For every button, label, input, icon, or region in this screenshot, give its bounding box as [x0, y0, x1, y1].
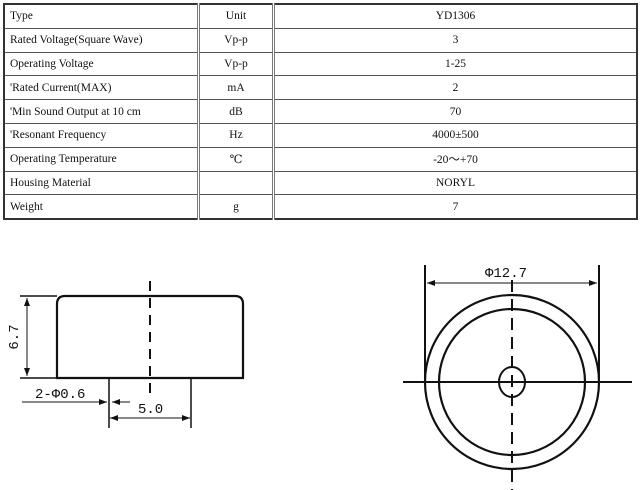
side-view: 6.7 2-Φ0.6 5.0: [7, 281, 245, 428]
pitch-label: 5.0: [138, 402, 163, 418]
top-view: Φ12.7: [403, 265, 632, 490]
cell-unit: [198, 170, 275, 196]
cell-value: -20～+70: [273, 146, 638, 172]
cell-value: 1-25: [273, 51, 638, 77]
cell-unit: mA: [198, 75, 275, 101]
cell-param: Type: [3, 3, 200, 29]
buzzer-body-side: [55, 294, 245, 380]
cell-unit: ℃: [198, 146, 275, 172]
diameter-label: Φ12.7: [485, 266, 527, 282]
cell-value: 3: [273, 27, 638, 53]
cell-value: 4000±500: [273, 122, 638, 148]
cell-param: Operating Voltage: [3, 51, 200, 77]
cell-value: 7: [273, 194, 638, 220]
cell-param: 'Rated Current(MAX): [3, 75, 200, 101]
pin-diameter-label: 2-Φ0.6: [35, 387, 85, 403]
cell-unit: dB: [198, 99, 275, 124]
cell-param: 'Resonant Frequency: [3, 122, 200, 148]
cell-unit: Vp-p: [198, 51, 275, 77]
cell-param: Rated Voltage(Square Wave): [3, 27, 200, 53]
cell-param: Housing Material: [3, 170, 200, 196]
cell-unit: Unit: [198, 3, 275, 29]
cell-unit: Hz: [198, 122, 275, 148]
cell-unit: g: [198, 194, 275, 220]
cell-param: 'Min Sound Output at 10 cm: [3, 99, 200, 124]
cell-value: YD1306: [273, 3, 638, 29]
table-row: Operating Temperature℃-20～+70: [3, 146, 638, 172]
cell-param: Weight: [3, 194, 200, 220]
cell-unit: Vp-p: [198, 27, 275, 53]
cell-param: Operating Temperature: [3, 146, 200, 172]
height-dim-label: 6.7: [7, 324, 23, 349]
